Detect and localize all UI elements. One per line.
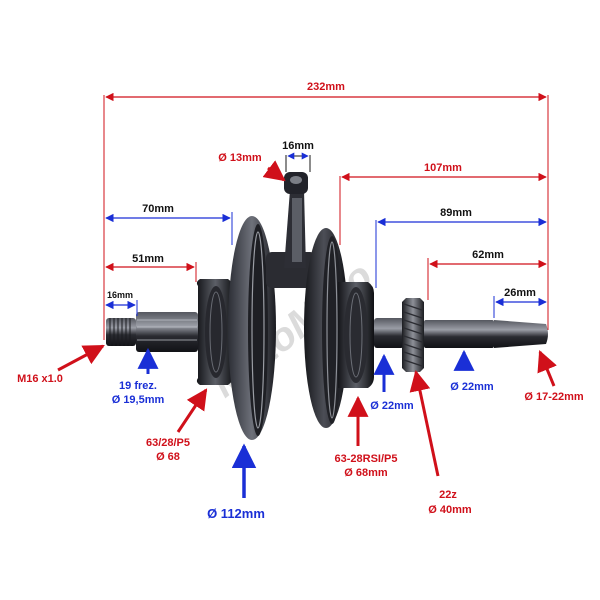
label-right-from-bearing: 89mm (440, 207, 472, 219)
gear-teeth (403, 303, 423, 367)
right-shaft-a (374, 318, 404, 348)
callout-shaft-diameter-a: Ø 22mm (370, 353, 414, 412)
spline-lines (137, 319, 197, 341)
label-thread: M16 x1.0 (17, 373, 63, 385)
callout-gear: 22z Ø 40mm (409, 369, 472, 516)
right-shaft-b (424, 320, 494, 348)
thread-lines (109, 318, 131, 346)
label-gear-line2: Ø 40mm (428, 504, 472, 516)
conrod-bore (290, 176, 302, 184)
callout-spline: 19 frez. Ø 19,5mm (112, 347, 165, 406)
right-bearing-ring (349, 292, 363, 378)
label-conrod-bore: Ø 13mm (218, 152, 262, 164)
label-taper-length: 26mm (504, 287, 536, 299)
callout-taper: Ø 17-22mm (524, 350, 584, 403)
label-shaft-diameter-a: Ø 22mm (370, 400, 414, 412)
label-left-bearing-line1: 63/28/P5 (146, 437, 190, 449)
spline-section (136, 312, 198, 352)
left-bearing-ring (209, 291, 223, 373)
callout-shaft-diameter-b: Ø 22mm (450, 349, 494, 393)
label-conrod-width: 16mm (282, 140, 314, 152)
dim-right-from-gear: 62mm (427, 249, 547, 300)
label-right-from-gear: 62mm (472, 249, 504, 261)
taper-end (494, 320, 548, 348)
callout-flywheel: Ø 112mm (207, 443, 265, 521)
dim-left-to-flywheel: 70mm (105, 203, 233, 245)
label-thread-length: 16mm (107, 290, 133, 300)
callout-right-bearing: 63-28RSI/P5 Ø 68mm (335, 395, 398, 479)
right-bearing-face (344, 287, 368, 383)
label-spline-line2: Ø 19,5mm (112, 394, 165, 406)
label-spline-line1: 19 frez. (119, 380, 157, 392)
label-flywheel-diameter: Ø 112mm (207, 506, 265, 521)
label-right-bearing-line2: Ø 68mm (344, 467, 388, 479)
dim-right-from-bearing: 89mm (375, 207, 547, 288)
dim-conrod-width: 16mm (282, 140, 314, 172)
dim-taper-length: 26mm (493, 287, 547, 318)
left-flywheel-rim (248, 224, 268, 436)
label-right-bearing-line1: 63-28RSI/P5 (335, 453, 398, 465)
left-flywheel-edge (251, 231, 265, 429)
callout-thread: M16 x1.0 (17, 344, 105, 385)
label-shaft-diameter-b: Ø 22mm (450, 381, 494, 393)
conrod-highlight (292, 198, 302, 262)
left-bearing-face (205, 286, 227, 378)
label-left-shaft-to-bearing: 51mm (132, 253, 164, 265)
label-taper-diameter: Ø 17-22mm (524, 391, 584, 403)
label-left-to-flywheel: 70mm (142, 203, 174, 215)
callout-conrod-bore: Ø 13mm (218, 152, 286, 182)
label-left-bearing-line2: Ø 68 (156, 451, 180, 463)
dim-overall-length: 232mm (103, 81, 549, 340)
crankshaft (106, 172, 548, 440)
dim-thread-length: 16mm (105, 290, 138, 316)
label-gear-line1: 22z (439, 489, 457, 501)
label-overall-length: 232mm (307, 81, 345, 93)
label-right-shaft-length: 107mm (424, 162, 462, 174)
callout-left-bearing: 63/28/P5 Ø 68 (146, 388, 208, 463)
right-flywheel-edge (326, 241, 338, 419)
right-flywheel-rim (322, 236, 342, 424)
dim-right-shaft-length: 107mm (339, 162, 547, 245)
dim-left-shaft-to-bearing: 51mm (105, 253, 197, 282)
